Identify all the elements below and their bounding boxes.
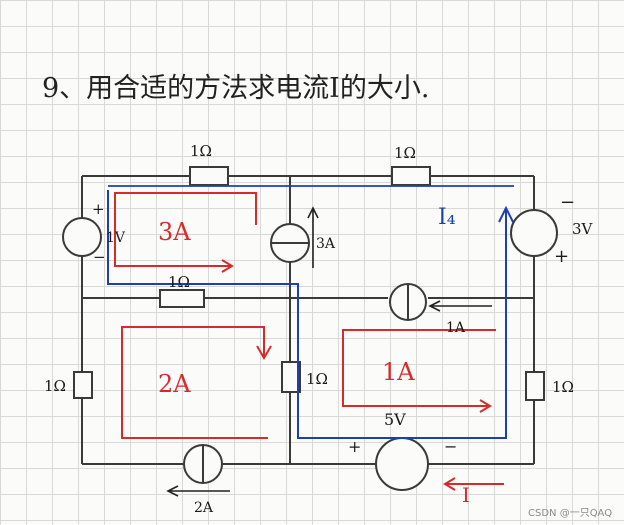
problem-title: 9、用合适的方法求电流I的大小. [42, 73, 429, 104]
mesh-current-bottom-right: 1A [382, 358, 415, 386]
label-cs-bottom: 2A [194, 500, 214, 516]
voltage-source-left [62, 217, 102, 257]
voltage-source-right [510, 209, 558, 257]
label-v-left-minus: − [93, 248, 106, 266]
mesh-current-bottom-left: 2A [158, 370, 191, 398]
watermark: CSDN @一只QAQ [528, 508, 612, 519]
label-cs-right: 1A [446, 320, 466, 336]
label-v-left-plus: + [92, 200, 105, 218]
label-v-bottom-minus: − [444, 437, 457, 456]
label-v-right-minus: − [560, 192, 575, 213]
resistor-center [281, 361, 301, 393]
mesh-current-top-left: 3A [158, 218, 191, 246]
blue-loop-path [107, 190, 507, 439]
target-current-label: I [462, 483, 470, 507]
label-v-left: 1V [106, 230, 126, 246]
voltage-source-bottom [375, 437, 429, 491]
label-cs-middle: 3A [316, 236, 336, 252]
resistor-top-right [391, 166, 431, 186]
current-source-right [389, 283, 427, 321]
current-source-middle [270, 223, 310, 263]
label-r-middle-left: 1Ω [168, 273, 190, 291]
label-v-right-plus: + [554, 246, 569, 267]
label-v-right: 3V [572, 220, 594, 238]
label-v-bottom: 5V [384, 410, 406, 429]
resistor-right [525, 371, 545, 401]
resistor-top-left [189, 166, 229, 186]
resistor-middle-left [159, 289, 205, 308]
current-source-bottom [183, 444, 223, 484]
loop-current-label: I₄ [438, 205, 456, 230]
label-r-top-right: 1Ω [394, 144, 416, 162]
circuit-wires [81, 175, 535, 465]
label-r-right: 1Ω [552, 378, 574, 396]
label-r-left: 1Ω [44, 377, 66, 395]
red-mesh-loops [114, 192, 504, 491]
source-direction-arrows [166, 206, 492, 497]
label-r-top-left: 1Ω [190, 142, 212, 160]
label-v-bottom-plus: + [348, 437, 361, 456]
label-r-center: 1Ω [306, 370, 328, 388]
resistor-left [73, 371, 93, 399]
blue-loop-arrow [498, 205, 514, 223]
